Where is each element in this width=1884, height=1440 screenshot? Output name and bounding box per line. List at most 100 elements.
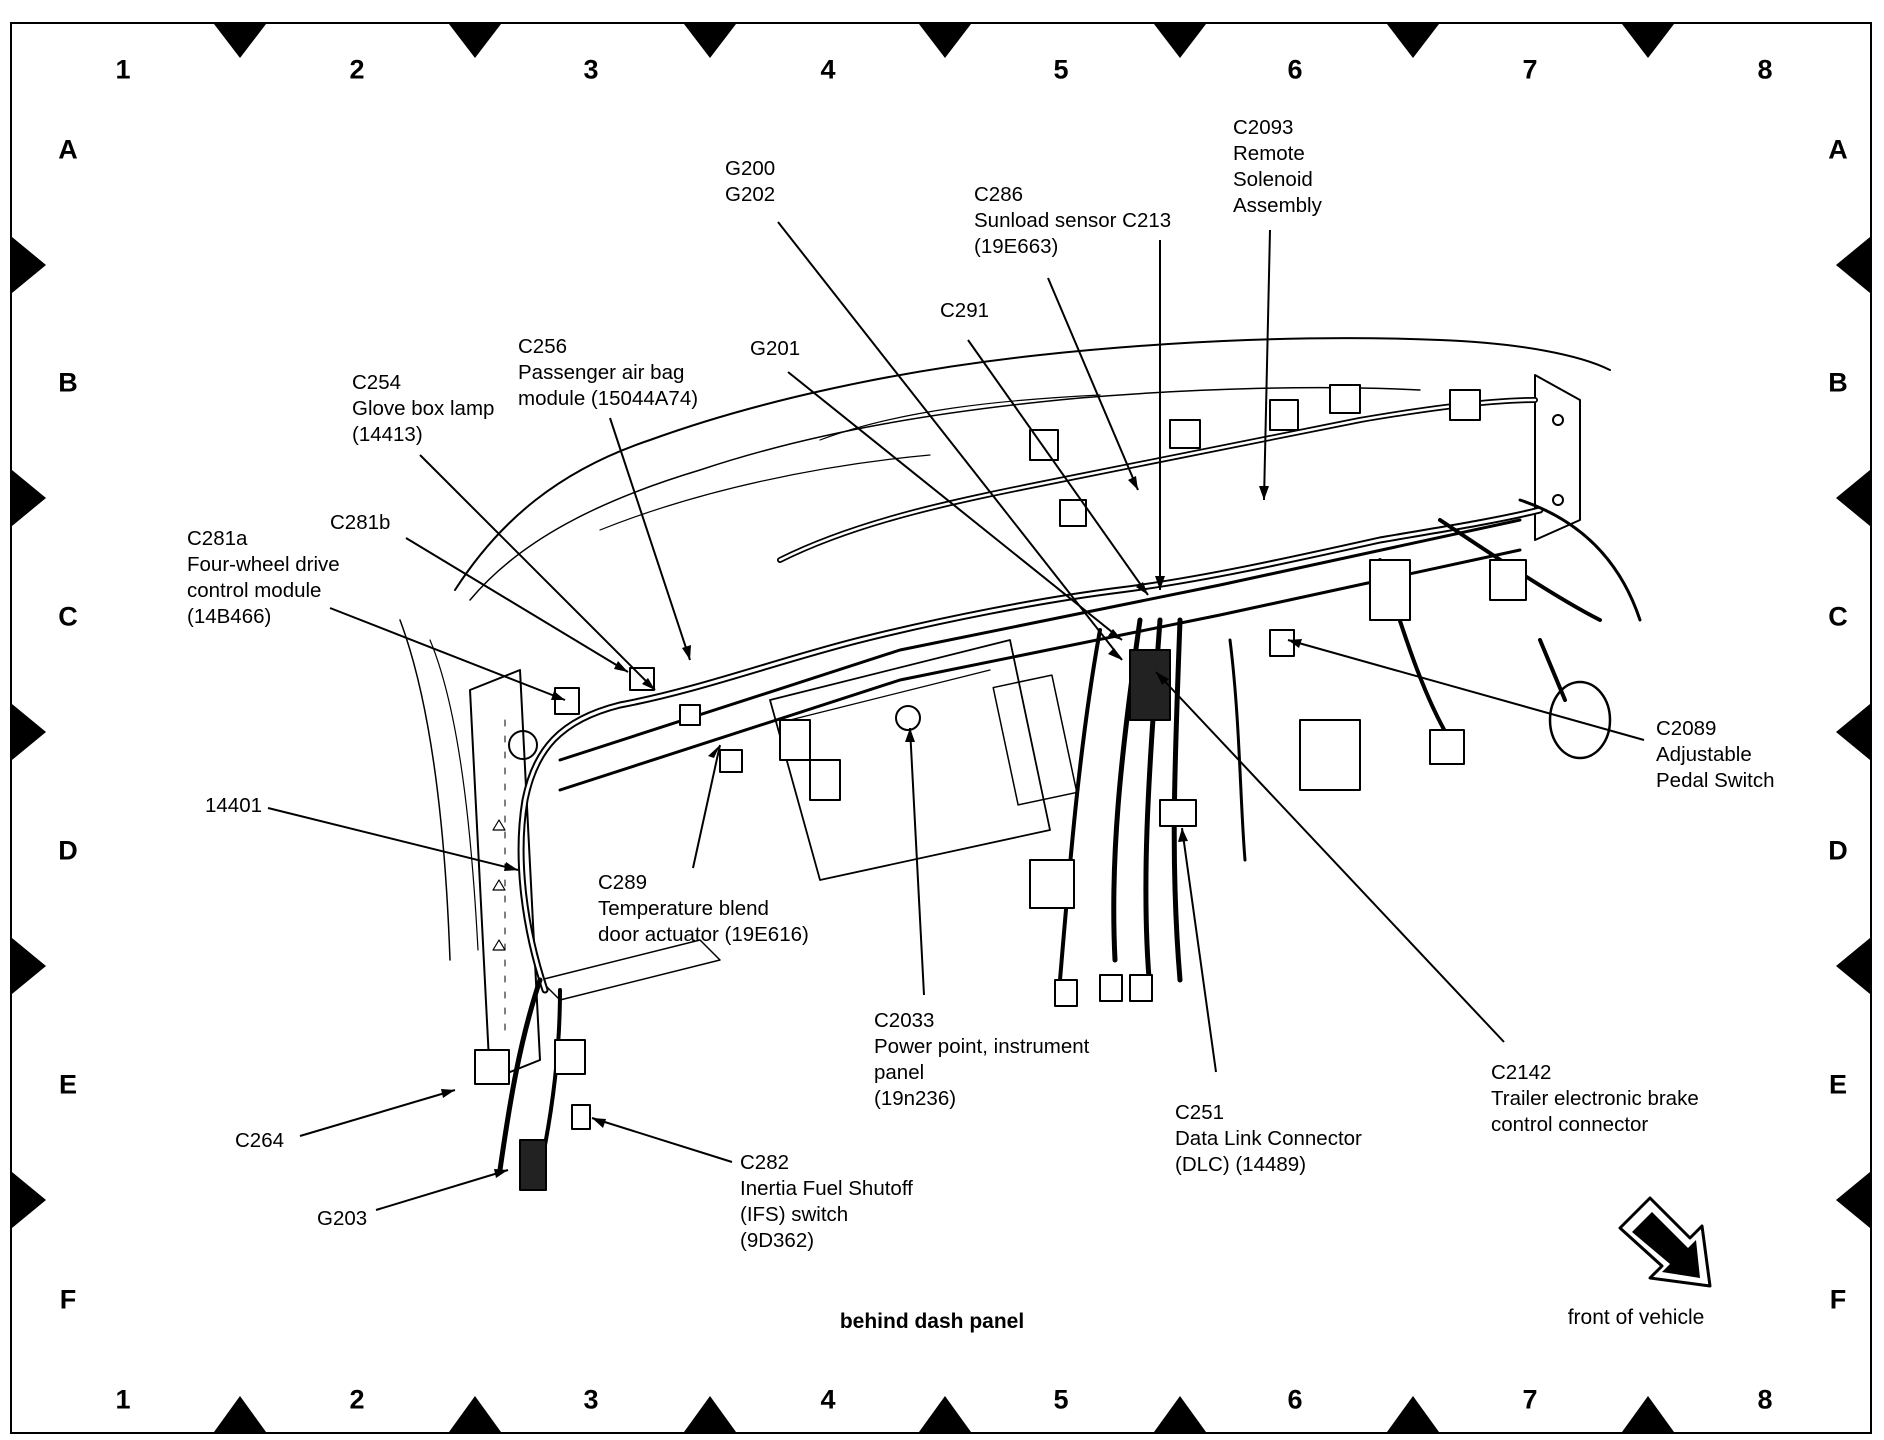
row-label-left: D bbox=[58, 835, 78, 866]
callout-c291: C291 bbox=[940, 298, 989, 324]
callout-line: C282 bbox=[740, 1151, 790, 1174]
callout-c254: C254 Glove box lamp (14413) bbox=[352, 370, 494, 448]
callout-line: (14413) bbox=[352, 423, 423, 446]
callout-c2093: C2093 Remote Solenoid Assembly bbox=[1233, 115, 1322, 219]
grid-marker-bottom bbox=[684, 1396, 736, 1432]
row-label-left: B bbox=[58, 367, 78, 398]
callout-line: Data Link Connector bbox=[1175, 1127, 1362, 1150]
row-label-right: C bbox=[1828, 601, 1848, 632]
callout-c281a: C281a Four-wheel drive control module (1… bbox=[187, 526, 340, 630]
callout-g203: G203 bbox=[317, 1206, 367, 1232]
callout-c251: C251 Data Link Connector (DLC) (14489) bbox=[1175, 1100, 1362, 1178]
callout-c286: C286 Sunload sensor C213 (19E663) bbox=[974, 182, 1171, 260]
callout-line: C2033 bbox=[874, 1009, 935, 1032]
grid-marker-bottom bbox=[449, 1396, 501, 1432]
leader-arrowheads bbox=[441, 476, 1302, 1178]
column-label-top: 2 bbox=[349, 54, 365, 85]
diagram-caption: behind dash panel bbox=[839, 1310, 1025, 1333]
callout-line: control connector bbox=[1491, 1113, 1649, 1136]
row-label-left: E bbox=[58, 1069, 78, 1100]
callout-line: control module bbox=[187, 579, 322, 602]
callout-line: (IFS) switch bbox=[740, 1203, 849, 1226]
callout-line: C251 bbox=[1175, 1101, 1225, 1124]
column-label-top: 5 bbox=[1053, 54, 1069, 85]
column-label-bottom: 4 bbox=[820, 1384, 836, 1415]
diagram-frame bbox=[10, 22, 1872, 1434]
callout-line: Passenger air bag bbox=[518, 361, 685, 384]
callout-line: (14B466) bbox=[187, 605, 272, 628]
grid-marker-left bbox=[12, 938, 46, 994]
callout-line: C281b bbox=[330, 511, 391, 534]
column-label-top: 8 bbox=[1757, 54, 1773, 85]
callout-line: 14401 bbox=[205, 794, 263, 817]
callout-g201: G201 bbox=[750, 336, 800, 362]
grid-marker-right bbox=[1836, 938, 1870, 994]
callout-line: C256 bbox=[518, 335, 568, 358]
grid-marker-bottom bbox=[214, 1396, 266, 1432]
callout-line: Assembly bbox=[1233, 194, 1322, 217]
callout-line: C286 bbox=[974, 183, 1024, 206]
callout-c2142: C2142 Trailer electronic brake control c… bbox=[1491, 1060, 1699, 1138]
callout-line: module (15044A74) bbox=[518, 387, 699, 410]
callout-line: (19E663) bbox=[974, 235, 1059, 258]
grid-marker-top bbox=[1154, 24, 1206, 58]
grid-marker-top bbox=[449, 24, 501, 58]
grid-marker-top bbox=[214, 24, 266, 58]
callout-line: Sunload sensor C213 bbox=[974, 209, 1172, 232]
grid-marker-right bbox=[1836, 704, 1870, 760]
callout-line: (DLC) (14489) bbox=[1175, 1153, 1307, 1176]
column-label-bottom: 3 bbox=[583, 1384, 599, 1415]
grid-marker-top bbox=[1622, 24, 1674, 58]
column-label-bottom: 6 bbox=[1287, 1384, 1303, 1415]
direction-arrow-icon bbox=[1618, 1196, 1712, 1288]
grid-marker-right bbox=[1836, 237, 1870, 293]
grid-marker-left bbox=[12, 237, 46, 293]
callout-line: C254 bbox=[352, 371, 402, 394]
callout-line: Pedal Switch bbox=[1656, 769, 1775, 792]
grid-marker-bottom bbox=[1154, 1396, 1206, 1432]
grid-marker-top bbox=[1387, 24, 1439, 58]
leader-lines bbox=[267, 221, 1645, 1211]
column-label-bottom: 1 bbox=[115, 1384, 131, 1415]
grid-marker-right bbox=[1836, 1172, 1870, 1228]
callout-c282: C282 Inertia Fuel Shutoff (IFS) switch (… bbox=[740, 1150, 913, 1254]
row-label-right: B bbox=[1828, 367, 1848, 398]
callout-g200-g202: G200 G202 bbox=[725, 156, 775, 208]
column-label-top: 7 bbox=[1522, 54, 1538, 85]
column-label-top: 4 bbox=[820, 54, 836, 85]
callout-line: C2089 bbox=[1656, 717, 1717, 740]
callout-line: C2142 bbox=[1491, 1061, 1552, 1084]
callout-line: panel bbox=[874, 1061, 925, 1084]
grid-marker-right bbox=[1836, 470, 1870, 526]
callout-line: G200 bbox=[725, 157, 776, 180]
column-label-top: 3 bbox=[583, 54, 599, 85]
callout-c281b: C281b bbox=[330, 510, 390, 536]
callout-line: Inertia Fuel Shutoff bbox=[740, 1177, 913, 1200]
row-label-right: D bbox=[1828, 835, 1848, 866]
grid-marker-left bbox=[12, 1172, 46, 1228]
callout-line: C281a bbox=[187, 527, 248, 550]
column-label-top: 1 bbox=[115, 54, 131, 85]
callout-line: G203 bbox=[317, 1207, 368, 1230]
callout-line: G202 bbox=[725, 183, 776, 206]
callout-line: Adjustable bbox=[1656, 743, 1752, 766]
callout-line: (19n236) bbox=[874, 1087, 957, 1110]
callout-line: Trailer electronic brake bbox=[1491, 1087, 1699, 1110]
column-label-bottom: 2 bbox=[349, 1384, 365, 1415]
callout-line: door actuator (19E616) bbox=[598, 923, 809, 946]
grid-marker-top bbox=[684, 24, 736, 58]
column-label-top: 6 bbox=[1287, 54, 1303, 85]
callout-line: Power point, instrument bbox=[874, 1035, 1090, 1058]
callout-c264: C264 bbox=[235, 1128, 284, 1154]
callout-14401: 14401 bbox=[205, 793, 262, 819]
grid-marker-left bbox=[12, 470, 46, 526]
grid-marker-bottom bbox=[1622, 1396, 1674, 1432]
row-label-right: F bbox=[1829, 1284, 1847, 1315]
callout-line: Four-wheel drive bbox=[187, 553, 340, 576]
column-label-bottom: 5 bbox=[1053, 1384, 1069, 1415]
callout-line: (9D362) bbox=[740, 1229, 815, 1252]
callout-line: Temperature blend bbox=[598, 897, 769, 920]
grid-marker-bottom bbox=[919, 1396, 971, 1432]
